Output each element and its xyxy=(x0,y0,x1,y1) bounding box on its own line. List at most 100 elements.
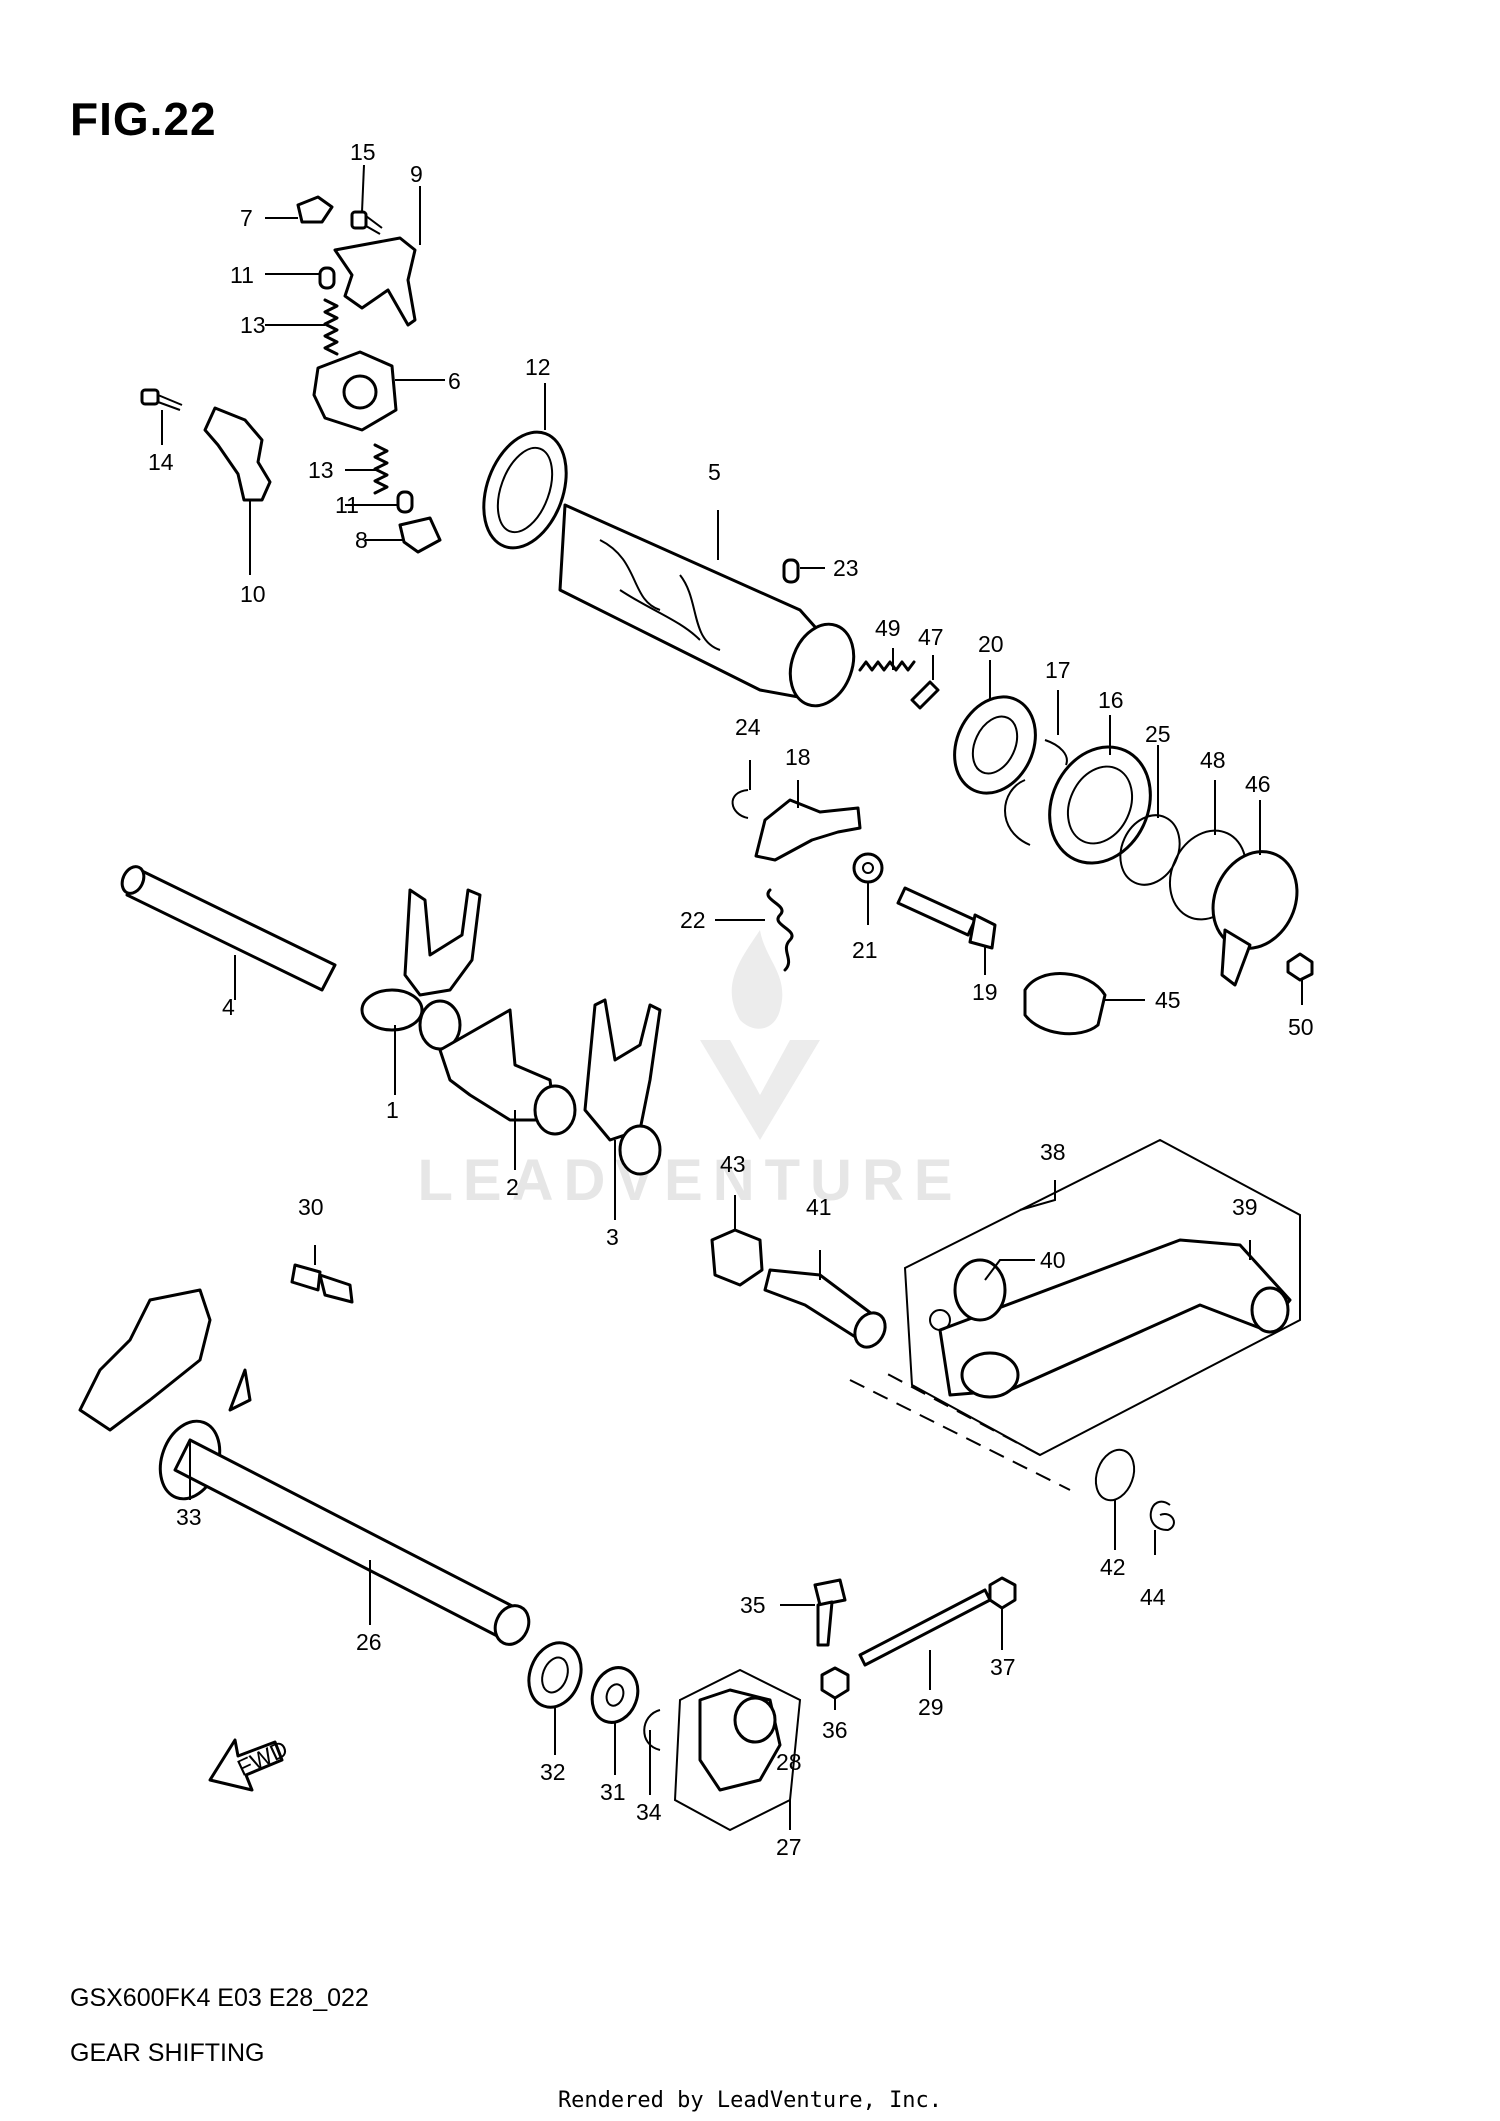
callout-13-lower: 13 xyxy=(308,457,334,483)
callout-3: 3 xyxy=(606,1224,619,1250)
part-17-circlip xyxy=(1044,739,1068,766)
callout-39: 39 xyxy=(1232,1194,1258,1220)
callout-1: 1 xyxy=(386,1097,399,1123)
part-5-shift-drum xyxy=(558,503,856,708)
render-credit: Rendered by LeadVenture, Inc. xyxy=(557,2088,943,2113)
callout-28: 28 xyxy=(776,1749,802,1775)
part-39-shift-lever xyxy=(938,1238,1292,1399)
part-28-joint xyxy=(698,1688,782,1792)
callout-48: 48 xyxy=(1200,747,1226,773)
callout-11-upper: 11 xyxy=(230,262,254,288)
part-42-o-ring xyxy=(1094,1448,1136,1502)
callout-27: 27 xyxy=(776,1834,802,1860)
part-6-cam xyxy=(312,350,398,432)
part-30-screw xyxy=(290,1263,354,1304)
part-10-stopper-plate xyxy=(203,406,272,502)
part-20-retainer xyxy=(953,695,1037,795)
part-2-shift-fork xyxy=(438,1008,577,1136)
callout-2: 2 xyxy=(506,1174,519,1200)
callout-21: 21 xyxy=(852,937,878,963)
callout-47: 47 xyxy=(918,624,944,650)
part-23-pin xyxy=(782,558,800,584)
callout-46: 46 xyxy=(1245,771,1271,797)
part-24-circlip xyxy=(731,789,749,819)
part-40-pivot xyxy=(929,1258,1007,1331)
part-31-washer xyxy=(590,1666,640,1724)
part-38-lever-assembly-outline xyxy=(849,1138,1301,1491)
callout-20: 20 xyxy=(978,631,1004,657)
callout-16: 16 xyxy=(1098,687,1124,713)
callout-15: 15 xyxy=(350,139,376,165)
watermark-logo xyxy=(700,930,820,1140)
callout-labels: 7 15 9 11 13 6 14 10 13 11 8 12 5 23 49 … xyxy=(148,139,1314,1860)
part-32-oil-seal xyxy=(527,1641,583,1709)
callout-7: 7 xyxy=(240,205,253,231)
callout-4: 4 xyxy=(222,994,235,1020)
callout-17: 17 xyxy=(1045,657,1071,683)
model-code: GSX600FK4 E03 E28_022 xyxy=(70,1984,369,2012)
part-29-rod xyxy=(858,1588,992,1667)
callout-41: 41 xyxy=(806,1194,832,1220)
part-47-pin xyxy=(910,680,940,710)
callout-11-lower: 11 xyxy=(335,492,359,518)
part-35-bolt xyxy=(813,1578,847,1647)
part-9-plate xyxy=(333,236,417,327)
part-43-nut xyxy=(710,1228,764,1287)
watermark-text: LEADVENTURE xyxy=(417,1148,962,1213)
callout-13-upper: 13 xyxy=(240,312,266,338)
callout-37: 37 xyxy=(990,1654,1016,1680)
part-50-bolt xyxy=(1286,952,1314,982)
part-3-shift-fork xyxy=(583,998,662,1176)
part-21-washer xyxy=(852,852,884,884)
part-49-spring xyxy=(858,660,916,672)
callout-25: 25 xyxy=(1145,721,1171,747)
part-37-nut xyxy=(988,1576,1017,1610)
callout-43: 43 xyxy=(720,1151,746,1177)
part-8-stopper xyxy=(398,516,442,554)
callout-50: 50 xyxy=(1288,1014,1314,1040)
part-11-pin-upper xyxy=(318,266,336,290)
callout-19: 19 xyxy=(972,979,998,1005)
part-46-plate xyxy=(1211,850,1299,987)
callout-12: 12 xyxy=(525,354,551,380)
callout-34: 34 xyxy=(636,1799,662,1825)
callout-32: 32 xyxy=(540,1759,566,1785)
leader-lines xyxy=(161,164,1303,1830)
callout-30: 30 xyxy=(298,1194,324,1220)
part-1-shift-fork xyxy=(360,888,482,1051)
callout-14: 14 xyxy=(148,449,174,475)
callout-44: 44 xyxy=(1140,1584,1166,1610)
part-15-bolt xyxy=(350,210,383,235)
part-11-pin-lower xyxy=(396,490,414,514)
part-41-pivot-bolt xyxy=(763,1268,887,1349)
fwd-arrow-icon: FWD xyxy=(208,1735,292,1792)
part-22-spring xyxy=(766,888,794,972)
part-26-gearshift-shaft xyxy=(173,1438,531,1646)
callout-36: 36 xyxy=(822,1717,848,1743)
callout-26: 26 xyxy=(356,1629,382,1655)
part-36-nut xyxy=(820,1666,850,1700)
part-7-cap xyxy=(296,195,334,224)
part-44-circlip xyxy=(1149,1500,1175,1532)
callout-33: 33 xyxy=(176,1504,202,1530)
callout-38: 38 xyxy=(1040,1139,1066,1165)
callout-49: 49 xyxy=(875,615,901,641)
callout-5: 5 xyxy=(708,459,721,485)
callout-31: 31 xyxy=(600,1779,626,1805)
callout-9: 9 xyxy=(410,161,423,187)
part-14-screw xyxy=(140,388,183,411)
callout-18: 18 xyxy=(785,744,811,770)
callout-10: 10 xyxy=(240,581,266,607)
part-19-bolt xyxy=(896,886,997,950)
callout-40: 40 xyxy=(1040,1247,1066,1273)
callout-23: 23 xyxy=(833,555,859,581)
callout-22: 22 xyxy=(680,907,706,933)
callout-42: 42 xyxy=(1100,1554,1126,1580)
callout-45: 45 xyxy=(1155,987,1181,1013)
part-13-spring-upper xyxy=(323,298,339,356)
figure-title: FIG.22 xyxy=(70,93,217,145)
fwd-label: FWD xyxy=(233,1735,291,1781)
part-34-circlip xyxy=(643,1709,661,1751)
callout-29: 29 xyxy=(918,1694,944,1720)
